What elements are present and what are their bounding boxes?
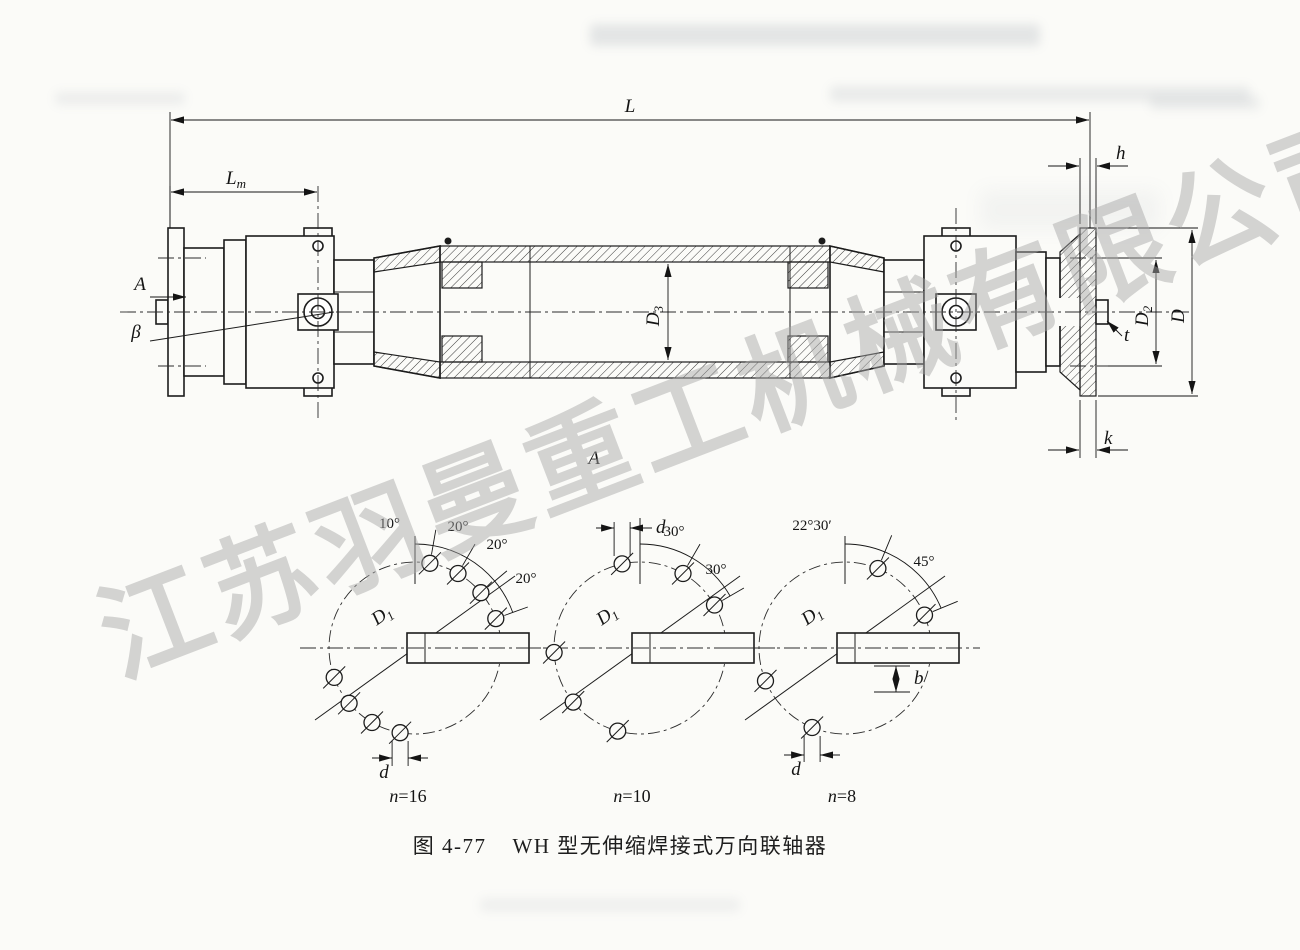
bolt-count-label: n=16 bbox=[389, 786, 426, 806]
vent-hole bbox=[444, 237, 452, 245]
bolt-hole bbox=[912, 603, 937, 627]
dim-label-t: t bbox=[1124, 325, 1130, 346]
dim-label-beta: β bbox=[130, 322, 141, 343]
bolt-hole bbox=[388, 721, 412, 745]
detail-view-n10: 30° 30° d D1 n=10 bbox=[525, 517, 775, 806]
bleedthrough-artifact bbox=[480, 898, 740, 912]
dim-label-h: h bbox=[1116, 143, 1126, 164]
bolt-hole bbox=[322, 665, 346, 690]
detail-view-n8: 22°30′ 45° D1 b d n=8 bbox=[730, 518, 980, 806]
bolt-hole bbox=[610, 552, 634, 576]
weld-plug bbox=[441, 335, 483, 363]
dim-label-D1: D1 bbox=[797, 601, 828, 632]
figure-title: WH 型无伸缩焊接式万向联轴器 bbox=[512, 834, 828, 858]
bolt-hole bbox=[484, 606, 508, 631]
bolt-count-label: n=10 bbox=[613, 786, 650, 806]
dim-label-k: k bbox=[1104, 428, 1113, 449]
angle-label: 20° bbox=[516, 571, 537, 587]
bolt-hole bbox=[418, 551, 442, 575]
figure-number: 图 4-77 bbox=[412, 834, 487, 858]
bolt-hole bbox=[561, 690, 585, 714]
bleedthrough-artifact bbox=[1150, 96, 1260, 110]
dim-label-d: d bbox=[656, 517, 666, 538]
figure-caption: 图 4-77 WH 型无伸缩焊接式万向联轴器 bbox=[0, 830, 1240, 860]
bolt-count-label: n=8 bbox=[828, 786, 856, 806]
weld-plug bbox=[441, 261, 483, 289]
bolt-hole bbox=[446, 561, 470, 586]
angle-label: 30° bbox=[706, 562, 727, 578]
centerlines bbox=[120, 186, 1190, 420]
dim-label-D: D bbox=[1168, 309, 1189, 324]
bleedthrough-artifact bbox=[55, 92, 185, 105]
section-view-label-A: A bbox=[586, 448, 600, 469]
left-weld-cone bbox=[373, 245, 441, 379]
dim-label-Lm: Lm bbox=[225, 168, 246, 191]
tube-wall-top bbox=[439, 245, 831, 263]
bolt-hole bbox=[866, 556, 890, 581]
dimensions: L Lm h k D D2 D3 t β bbox=[130, 96, 1198, 458]
angle-label: 30° bbox=[664, 524, 685, 540]
bolt-hole bbox=[337, 691, 361, 715]
bleedthrough-artifact bbox=[590, 24, 1040, 46]
detail-view-n16: 10° 20° 20° 20° D1 d n=16 bbox=[300, 516, 550, 806]
dim-label-D2: D2 bbox=[1132, 305, 1155, 327]
bleedthrough-artifact bbox=[980, 190, 1160, 230]
bolt-hole bbox=[753, 669, 778, 693]
dim-label-D1: D1 bbox=[592, 601, 623, 632]
angle-label: 20° bbox=[448, 519, 469, 535]
bleedthrough-artifact bbox=[830, 86, 1250, 102]
dim-label-d: d bbox=[379, 762, 389, 783]
angle-label: 20° bbox=[487, 537, 508, 553]
section-label-A: A bbox=[132, 274, 146, 295]
bolt-hole bbox=[606, 719, 630, 743]
angle-label: 22°30′ bbox=[792, 518, 831, 534]
deflection-line bbox=[149, 311, 335, 342]
dim-label-L: L bbox=[624, 96, 636, 117]
bolt-hole bbox=[671, 561, 695, 586]
angle-label: 45° bbox=[914, 554, 935, 570]
dim-label-D3: D3 bbox=[643, 305, 666, 327]
bolt-hole bbox=[542, 640, 566, 665]
bolt-hole bbox=[702, 593, 727, 617]
dim-label-b: b bbox=[914, 668, 924, 689]
dim-label-D1: D1 bbox=[367, 601, 398, 632]
dim-label-d: d bbox=[791, 759, 801, 780]
bolt-hole bbox=[800, 715, 824, 740]
tube bbox=[439, 237, 831, 379]
coupling-assembly bbox=[120, 186, 1190, 420]
bolt-hole bbox=[360, 710, 384, 735]
vent-hole bbox=[818, 237, 826, 245]
weld-plug bbox=[787, 335, 829, 363]
angle-label: 10° bbox=[379, 516, 400, 532]
tube-wall-bottom bbox=[439, 361, 831, 379]
weld-plug bbox=[787, 261, 829, 289]
